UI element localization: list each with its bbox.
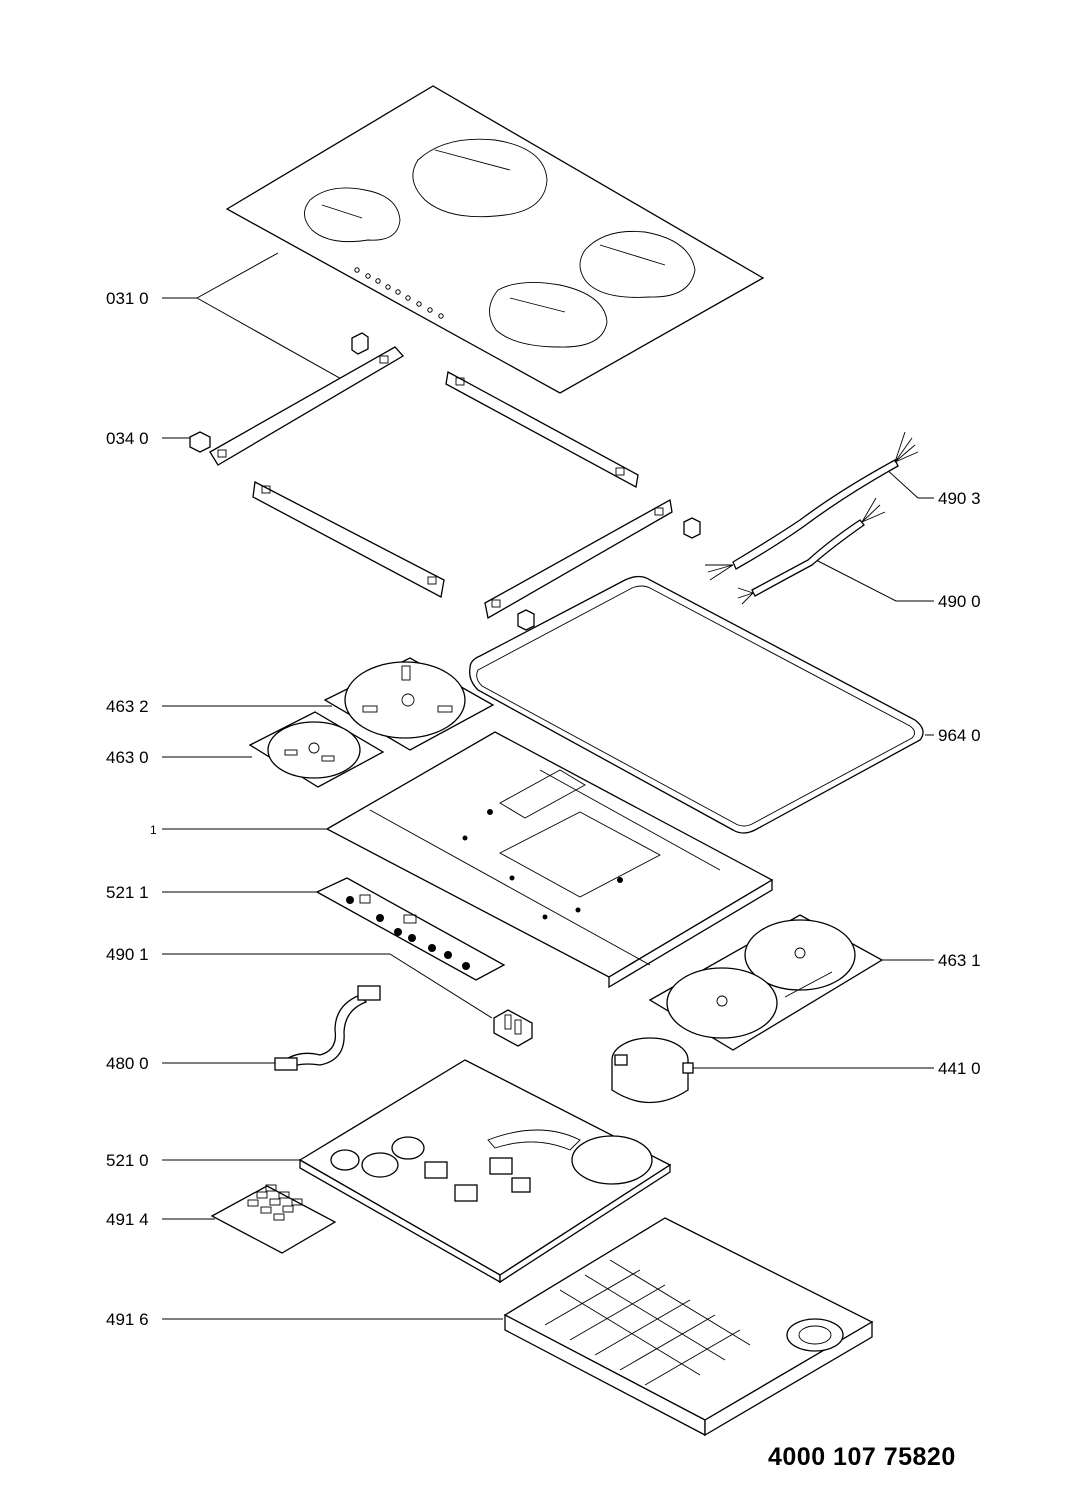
label-480-0: 480 0 — [106, 1054, 149, 1073]
label-463-0: 463 0 — [106, 748, 149, 767]
label-490-0: 490 0 — [938, 592, 981, 611]
connector-drawing — [493, 1009, 533, 1047]
control-board-drawing — [315, 877, 506, 981]
document-number: 4000 107 75820 — [768, 1443, 956, 1471]
filter-board-drawing — [210, 1184, 337, 1254]
label-441-0: 441 0 — [938, 1059, 981, 1078]
heating-element-4630-drawing — [248, 711, 385, 788]
label-491-4: 491 4 — [106, 1210, 149, 1229]
support-tray-drawing — [325, 731, 774, 989]
power-board-drawing — [298, 1059, 672, 1284]
label-490-1: 490 1 — [106, 945, 149, 964]
label-463-2: 463 2 — [106, 697, 149, 716]
label-034-0: 034 0 — [106, 429, 149, 448]
wiring-harness-drawing — [274, 985, 381, 1071]
label-521-0: 521 0 — [106, 1151, 149, 1170]
label-491-6: 491 6 — [106, 1310, 149, 1329]
fan-drawing — [611, 1037, 694, 1104]
label-964-0: 964 0 — [938, 726, 981, 745]
bottom-housing-drawing — [503, 1217, 874, 1437]
cables-drawing — [705, 431, 919, 605]
part-labels: 031 0 034 0 490 3 490 0 463 2 964 0 463 … — [106, 289, 981, 1329]
label-463-1: 463 1 — [938, 951, 981, 970]
leader-lines — [162, 252, 934, 1320]
heating-element-4632-drawing — [323, 657, 495, 751]
glass-top-drawing — [225, 85, 765, 394]
label-1: 1 — [150, 823, 157, 837]
frame-bars-drawing — [189, 332, 701, 631]
label-521-1: 521 1 — [106, 883, 149, 902]
label-490-3: 490 3 — [938, 489, 981, 508]
heating-element-4631-drawing — [648, 914, 884, 1051]
label-031-0: 031 0 — [106, 289, 149, 308]
gasket-drawing — [469, 575, 924, 834]
